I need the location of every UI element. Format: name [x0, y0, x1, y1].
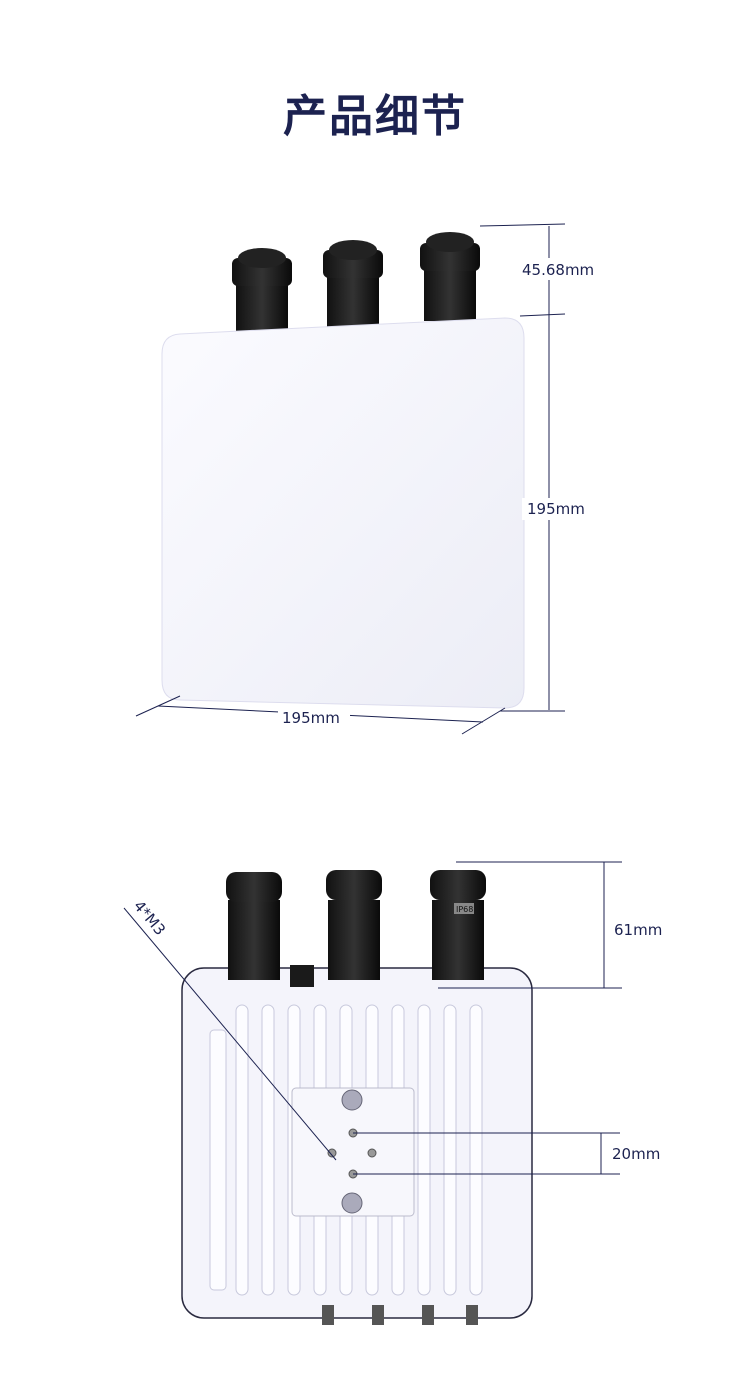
screw-spec-label: 4*M3	[130, 897, 169, 939]
front-height-label: 195mm	[527, 500, 585, 518]
front-view-diagram: 45.68mm 195mm 195mm	[135, 223, 595, 735]
back-panel	[181, 965, 533, 1325]
hole-spacing-label: 20mm	[612, 1145, 660, 1163]
cable-gland-2	[323, 240, 383, 328]
ip68-marking: IP68	[456, 905, 473, 914]
front-gland-height-label: 45.68mm	[522, 261, 594, 279]
front-width-label: 195mm	[282, 709, 340, 727]
page-title: 产品细节	[283, 91, 467, 142]
back-gland-height-label: 61mm	[614, 921, 662, 939]
back-cable-glands: IP68	[226, 870, 486, 980]
back-dimension-lines	[123, 861, 622, 1175]
cable-gland-1	[232, 248, 292, 334]
cable-gland-3	[420, 232, 480, 321]
antenna-panel-front	[161, 317, 525, 709]
